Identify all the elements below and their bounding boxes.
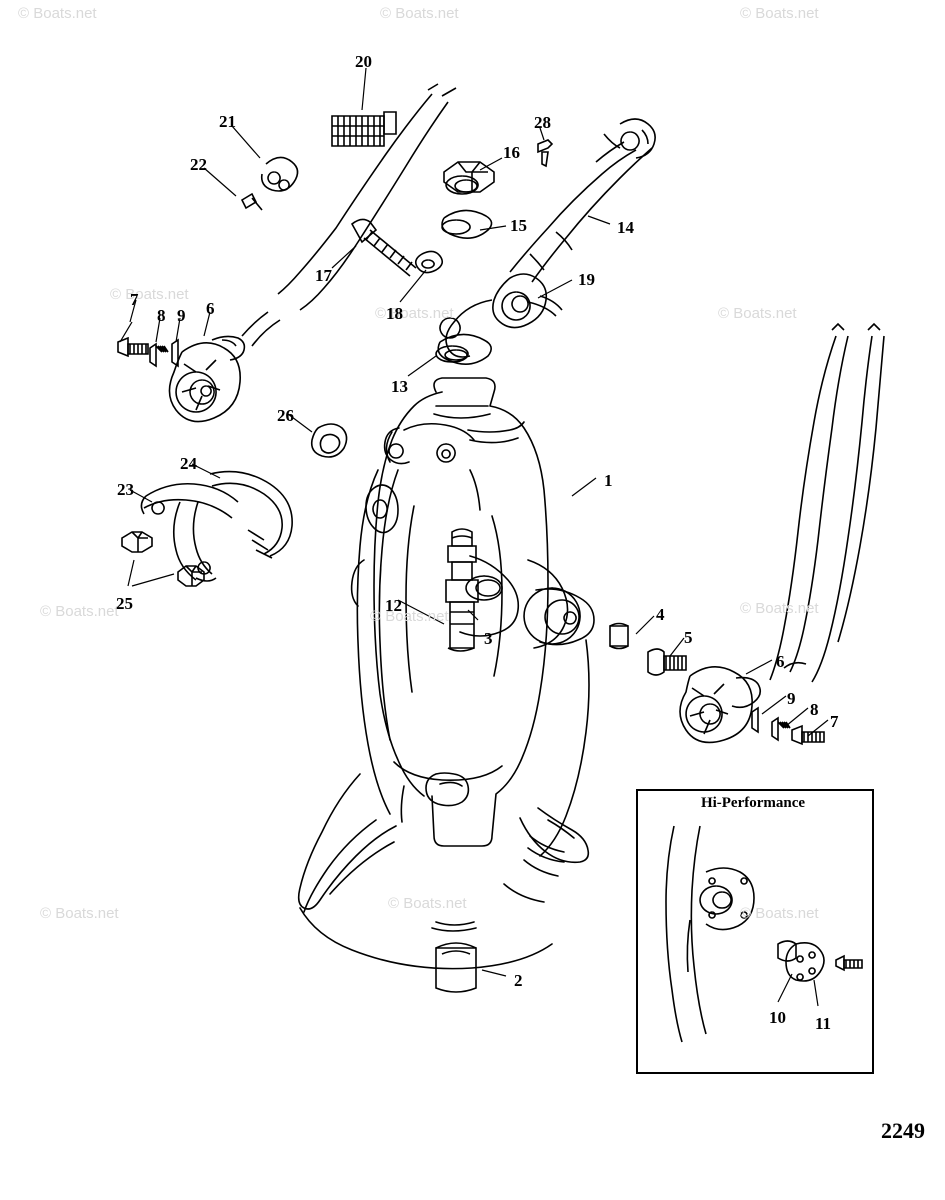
hi-performance-inset-box [636, 789, 874, 1074]
callout-4: 4 [656, 605, 665, 624]
callout-28: 28 [534, 113, 551, 132]
callout-8-left: 8 [157, 306, 166, 325]
callout-25: 25 [116, 594, 133, 613]
callout-15: 15 [510, 216, 527, 235]
callout-7-right: 7 [830, 712, 839, 731]
callout-8-right: 8 [810, 700, 819, 719]
callout-23: 23 [117, 480, 134, 499]
callout-6-right: 6 [776, 652, 785, 671]
callout-18: 18 [386, 304, 403, 323]
callout-17: 17 [315, 266, 332, 285]
callout-5: 5 [684, 628, 693, 647]
callout-6-left: 6 [206, 299, 215, 318]
callout-2: 2 [514, 971, 523, 990]
callout-13: 13 [391, 377, 408, 396]
callout-7-left: 7 [130, 290, 139, 309]
callout-22: 22 [190, 155, 207, 174]
callout-19: 19 [578, 270, 595, 289]
callout-9-left: 9 [177, 306, 186, 325]
hi-performance-inset-title: Hi-Performance [700, 795, 806, 811]
callout-11: 11 [815, 1014, 832, 1033]
callout-20: 20 [355, 52, 372, 71]
callout-9-right: 9 [787, 689, 796, 708]
callout-14: 14 [617, 218, 634, 237]
callout-16: 16 [503, 143, 520, 162]
callout-21: 21 [219, 112, 236, 131]
callout-1: 1 [604, 471, 613, 490]
callout-10: 10 [769, 1008, 786, 1027]
callout-12: 12 [385, 596, 402, 615]
callout-24: 24 [180, 454, 197, 473]
callout-3: 3 [484, 629, 493, 648]
diagram-page-code: 2249 [881, 1118, 925, 1143]
callout-26: 26 [277, 406, 294, 425]
